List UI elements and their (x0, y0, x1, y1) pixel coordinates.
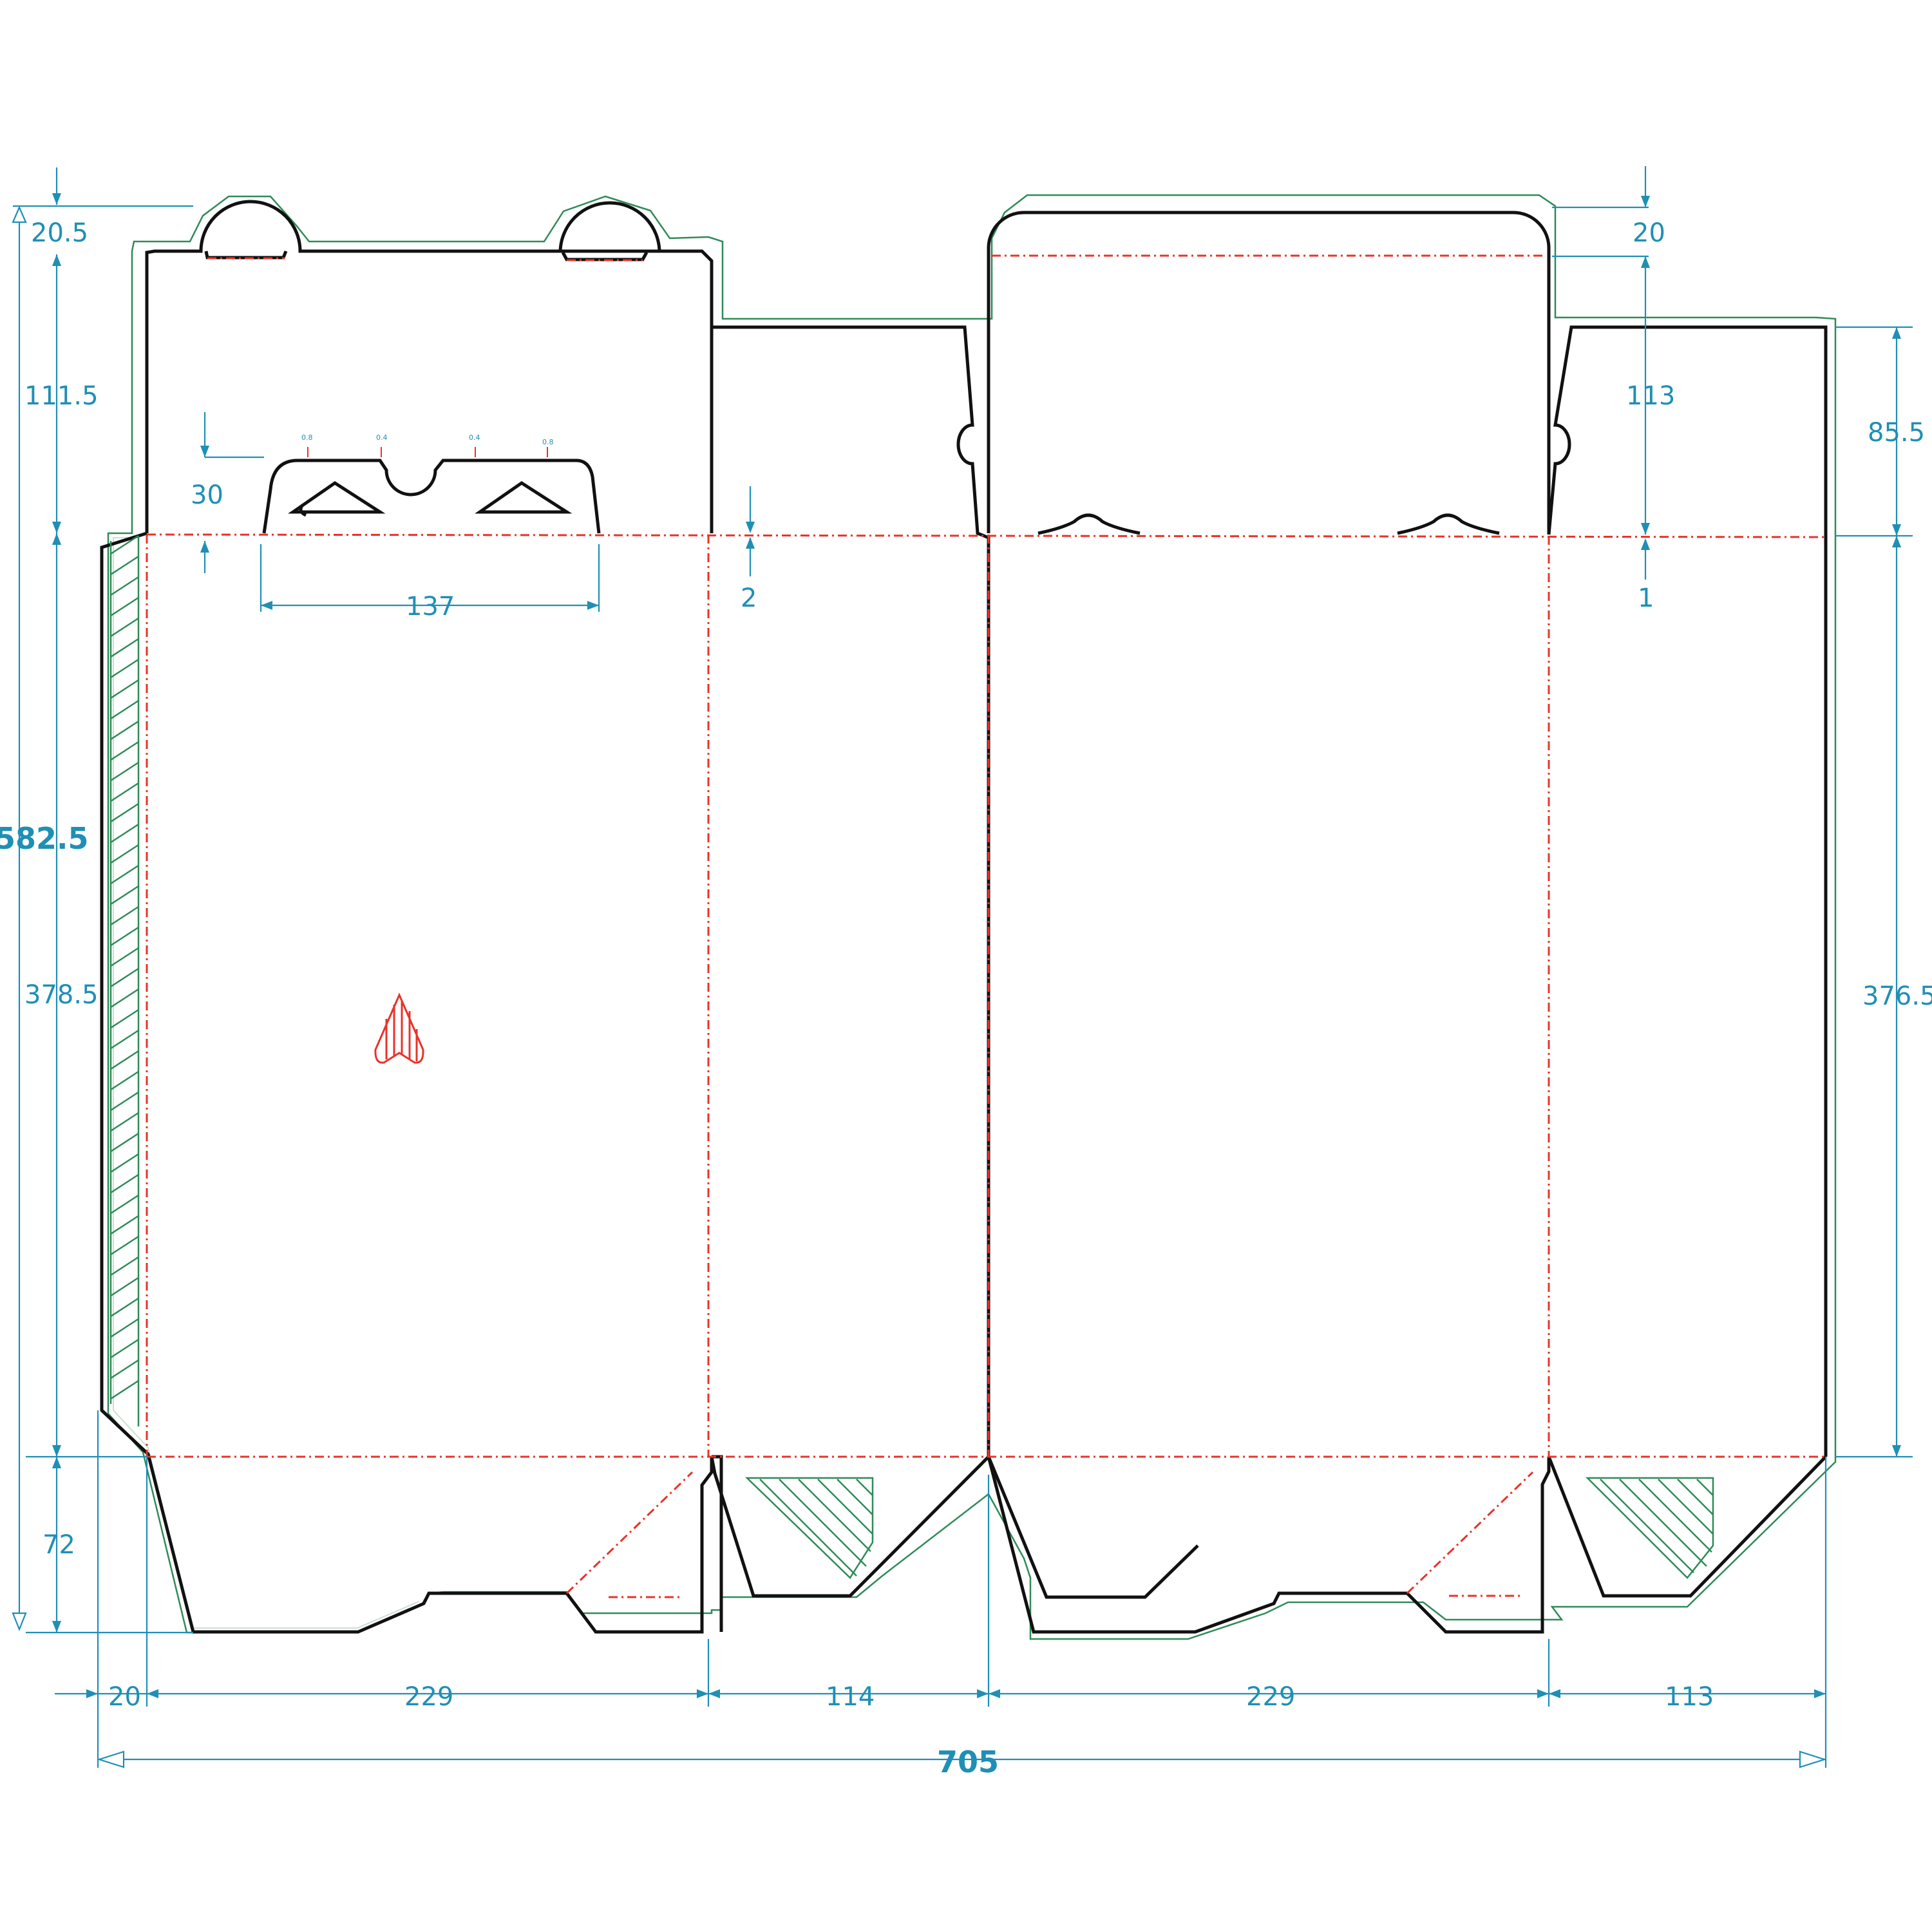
hanger-marks: 0.8 0.4 0.4 0.8 (301, 433, 554, 457)
crease-lines (146, 254, 1826, 1598)
hanger-mark-label: 0.8 (301, 433, 313, 442)
dimension-labels: 20.5 111.5 582.5 378.5 72 30 137 2 20 11… (0, 218, 1932, 1779)
dim-top-tab-offset: 20.5 (31, 218, 88, 248)
dim-right-flap-height: 85.5 (1868, 418, 1925, 448)
hanger-mark-label: 0.4 (376, 433, 388, 442)
dim-glue-flap-width: 20 (108, 1682, 141, 1712)
dim-panel-2-width: 114 (826, 1682, 875, 1712)
dim-hanger-width: 137 (406, 592, 455, 621)
dim-total-height: 582.5 (0, 821, 89, 856)
hanger-mark-label: 0.4 (469, 433, 480, 442)
dim-right-tuck-height: 113 (1626, 381, 1675, 411)
dim-side-top-offset: 2 (741, 583, 757, 613)
bottom-hatch-right (1585, 1477, 1714, 1579)
dim-panel-4-width: 113 (1665, 1682, 1714, 1712)
dimension-lines (12, 166, 1913, 1768)
hanger-mark-label: 0.8 (542, 438, 554, 446)
dim-hanger-height: 30 (191, 480, 223, 510)
grain-direction-icon (374, 992, 424, 1064)
dim-total-width: 705 (937, 1745, 999, 1779)
dim-bottom-flap-height: 72 (43, 1530, 75, 1560)
bottom-hatch-left (744, 1477, 874, 1579)
dim-right-tuck-gap: 1 (1638, 583, 1654, 613)
glue-flap-hatch (109, 535, 140, 1426)
dim-panel-1-width: 229 (404, 1682, 453, 1712)
dim-body-height-right: 376.5 (1862, 981, 1932, 1011)
dim-body-height-left: 378.5 (24, 980, 99, 1010)
dim-top-flap-height: 111.5 (24, 381, 99, 411)
dim-right-tuck-offset: 20 (1633, 218, 1665, 248)
dim-panel-3-width: 229 (1246, 1682, 1295, 1712)
cut-outline (100, 200, 1828, 1634)
